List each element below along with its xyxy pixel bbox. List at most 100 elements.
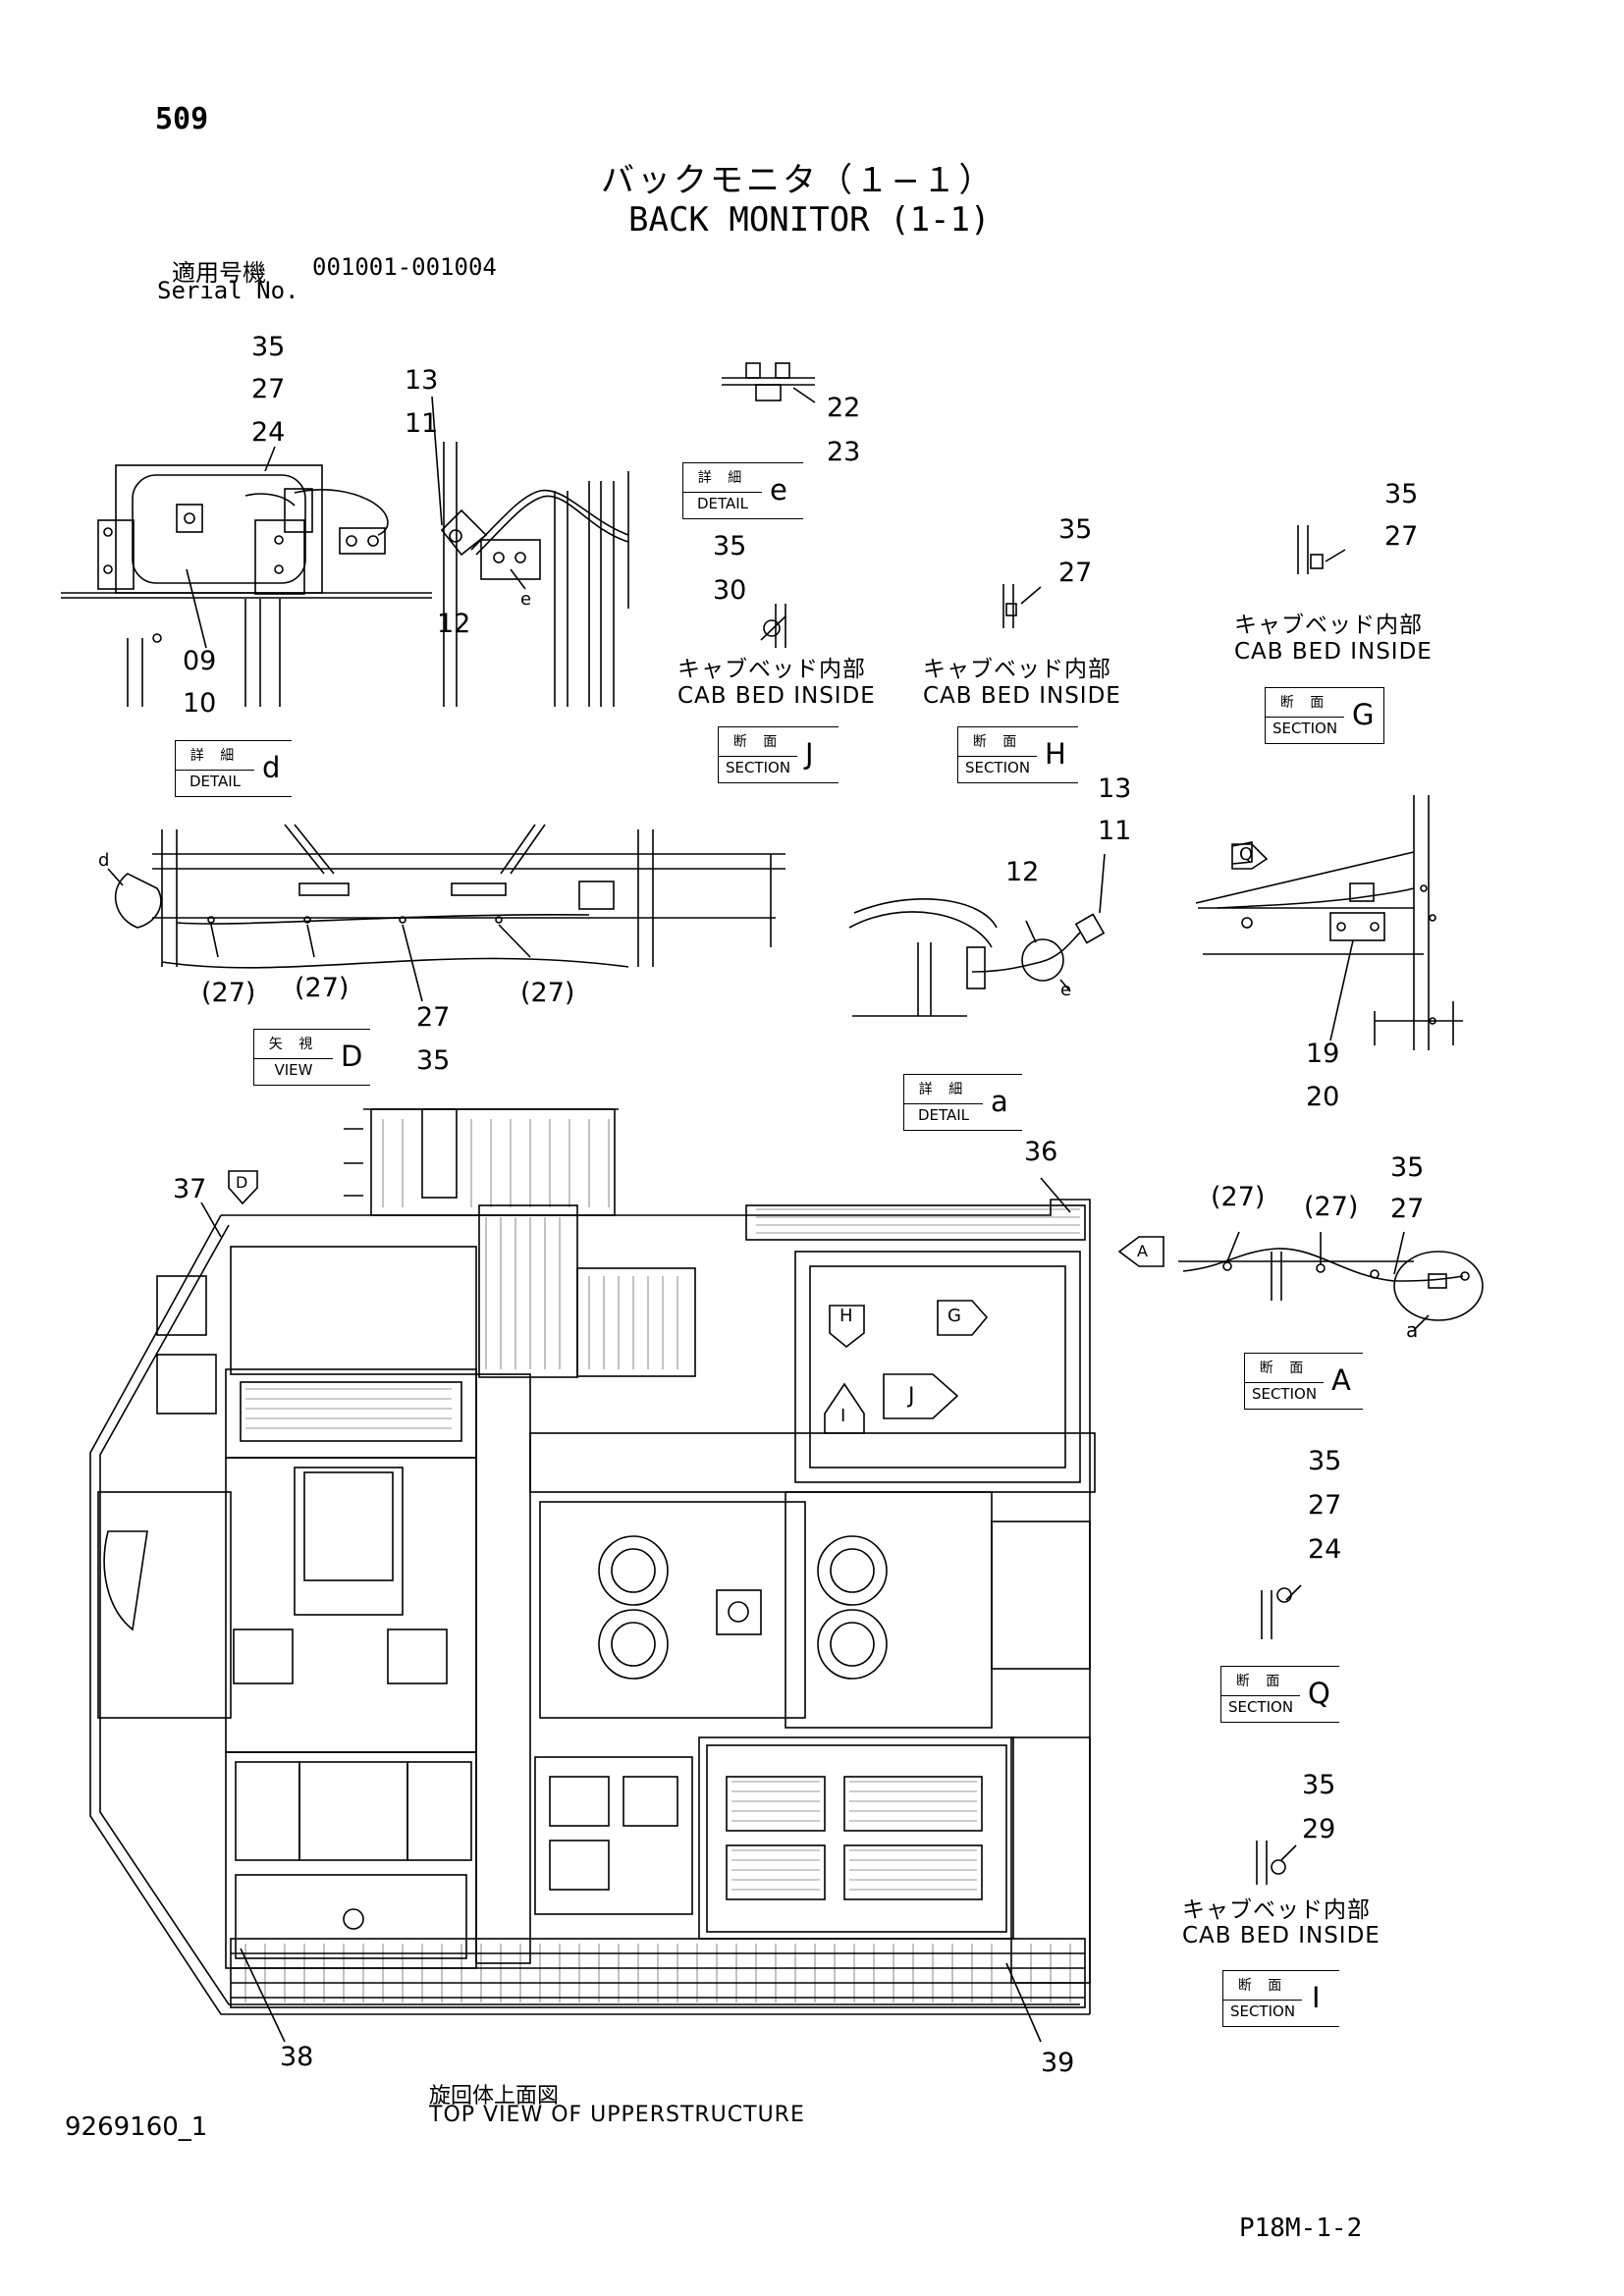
top-view-caption-en: TOP VIEW OF UPPERSTRUCTURE (429, 2103, 805, 2127)
section-h-tag: 断 面 SECTION H (957, 726, 1078, 783)
callout-27-paren: (27) (295, 973, 350, 1003)
arrow-q-shape (1231, 843, 1269, 870)
detail-e-drawing (722, 362, 816, 403)
caption-jp: キャブベッド内部 (1234, 613, 1423, 638)
callout-22: 22 (827, 393, 861, 423)
caption-jp: キャブベッド内部 (923, 657, 1111, 682)
section-q-drawing (1261, 1584, 1302, 1639)
tag-letter: a (991, 1085, 1008, 1118)
tag-letter: A (1331, 1363, 1351, 1397)
page-code: P18M-1-2 (1239, 2214, 1363, 2243)
callout-27-paren: (27) (1304, 1192, 1359, 1222)
tag-en: VIEW (254, 1058, 333, 1079)
section-a-drawing (1178, 1231, 1484, 1331)
callout-35: 35 (416, 1045, 451, 1076)
tag-en: SECTION (958, 756, 1037, 776)
arrow-a-label: A (1137, 1242, 1148, 1260)
callout-13: 13 (405, 365, 439, 396)
deck-grating-hatch (245, 1119, 977, 1891)
callout-23: 23 (827, 437, 861, 467)
caption-en: CAB BED INSIDE (677, 683, 876, 709)
arrow-g-label: G (947, 1306, 961, 1326)
section-i-tag: 断 面 SECTION I (1222, 1970, 1339, 2027)
callout-27-paren: (27) (520, 978, 575, 1008)
serial-label-jp: 適用号機 (172, 259, 266, 287)
caption-en: CAB BED INSIDE (1182, 1923, 1380, 1949)
view-d-tag: 矢 視 VIEW D (253, 1029, 370, 1086)
serial-range: 001001-001004 (312, 253, 497, 281)
callout-35: 35 (1302, 1770, 1336, 1800)
callout-27: 27 (1308, 1490, 1342, 1521)
callout-36: 36 (1024, 1137, 1058, 1167)
section-a-tag: 断 面 SECTION A (1244, 1353, 1363, 1410)
top-grating-hatch (756, 1208, 1080, 1234)
tag-en: DETAIL (176, 770, 254, 790)
callout-11: 11 (405, 408, 439, 439)
arrow-j-label: J (908, 1384, 915, 1409)
tag-jp: 断 面 (1279, 695, 1330, 711)
tag-en: SECTION (719, 756, 797, 776)
tag-letter: H (1045, 737, 1066, 771)
callout-20: 20 (1306, 1082, 1340, 1112)
callout-12: 12 (437, 609, 471, 639)
tag-letter: I (1312, 1981, 1321, 2014)
callout-24: 24 (1308, 1534, 1342, 1565)
callout-30: 30 (713, 575, 747, 606)
callout-35: 35 (1384, 479, 1419, 509)
section-j-tag: 断 面 SECTION J (718, 726, 839, 783)
callout-13: 13 (1098, 774, 1132, 804)
arrow-g-shape (937, 1300, 989, 1336)
arrow-d-label: D (236, 1173, 248, 1192)
caption-jp: キャブベッド内部 (677, 657, 866, 682)
callout-27-paren: (27) (201, 978, 256, 1008)
tag-jp: 断 面 (1235, 1674, 1286, 1689)
arrow-j-shape (883, 1373, 959, 1419)
callout-35: 35 (1390, 1152, 1425, 1183)
callout-27: 27 (1390, 1194, 1425, 1224)
tag-jp: 断 面 (1237, 1978, 1288, 1994)
section-g-tag: 断 面 SECTION G (1265, 687, 1384, 744)
callout-09: 09 (183, 646, 217, 676)
arrow-i-shape (824, 1382, 865, 1434)
section-j-drawing (760, 604, 786, 648)
detail-a-drawing (848, 853, 1106, 1017)
tag-jp: 断 面 (1259, 1361, 1310, 1376)
callout-24: 24 (251, 417, 286, 448)
callout-27: 27 (251, 374, 286, 404)
ref-d: d (98, 850, 110, 871)
serial-label-en: Serial No. (157, 277, 299, 304)
tag-en: DETAIL (904, 1103, 983, 1124)
tag-en: SECTION (1266, 717, 1344, 737)
drawing-number: 9269160_1 (65, 2112, 208, 2142)
callout-35: 35 (251, 332, 286, 362)
callout-27-paren: (27) (1211, 1182, 1266, 1212)
callout-11: 11 (1098, 816, 1132, 846)
title-jp: バックモニタ（１−１） (601, 161, 996, 200)
callout-10: 10 (183, 688, 217, 719)
detail-d-tag: 詳 細 DETAIL d (175, 740, 292, 797)
arrow-d-shape (228, 1170, 258, 1205)
tag-en: SECTION (1245, 1382, 1324, 1403)
caption-en: CAB BED INSIDE (1234, 639, 1433, 665)
tag-jp: 詳 細 (918, 1082, 969, 1097)
arrow-h-shape (829, 1305, 865, 1349)
tag-letter: D (341, 1040, 363, 1073)
detail-a-tag: 詳 細 DETAIL a (903, 1074, 1022, 1131)
ref-e: e (520, 589, 532, 610)
callout-12: 12 (1005, 857, 1040, 887)
callout-27: 27 (1384, 521, 1419, 552)
section-g-drawing (1297, 525, 1346, 574)
callout-27: 27 (1058, 558, 1093, 588)
rear-grating-hatch (244, 1944, 1071, 2002)
caption-en: CAB BED INSIDE (923, 683, 1121, 709)
detail-e-tag: 詳 細 DETAIL e (682, 462, 803, 519)
arrow-h-label: H (839, 1306, 853, 1326)
tag-letter: e (770, 473, 787, 507)
caption-jp: キャブベッド内部 (1182, 1897, 1371, 1923)
tag-en: DETAIL (683, 492, 762, 512)
detail-d-drawing (61, 396, 629, 707)
tag-letter: Q (1308, 1677, 1330, 1710)
callout-19: 19 (1306, 1039, 1340, 1069)
callout-29: 29 (1302, 1814, 1336, 1844)
